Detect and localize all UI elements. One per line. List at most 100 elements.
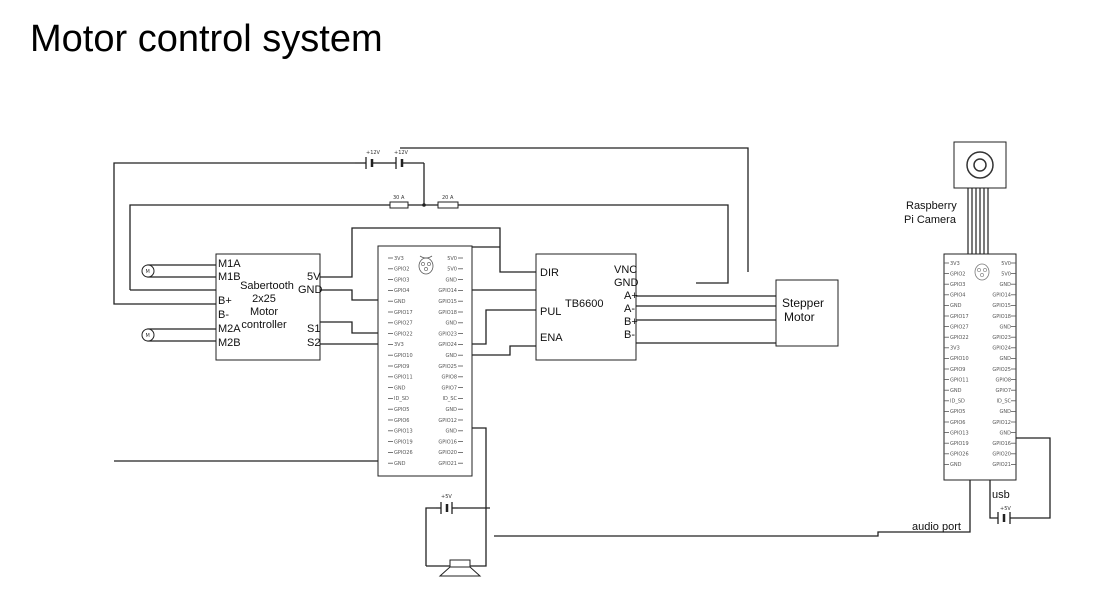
gpio-pin-label: GPIO14 bbox=[992, 293, 1011, 299]
pin-label: M1B bbox=[218, 271, 241, 283]
gpio-pin-label: GPIO5 bbox=[394, 407, 409, 413]
gpio-pin-label: GPIO24 bbox=[438, 342, 457, 348]
gpio-pin-label: GPIO24 bbox=[992, 346, 1011, 352]
battery-usb-supply: +5V bbox=[997, 506, 1011, 524]
pin-label: S2 bbox=[307, 337, 320, 349]
gpio-pin-label: GPIO11 bbox=[394, 375, 413, 381]
dc-motor-1: M bbox=[141, 264, 155, 278]
gpio-pin-label: GPIO27 bbox=[394, 321, 413, 327]
gpio-pin-label: GND bbox=[394, 385, 406, 391]
gpio-pin-label: GPIO8 bbox=[996, 377, 1011, 383]
battery-label: +12V bbox=[394, 150, 409, 156]
gpio-pin-label: GPIO6 bbox=[394, 418, 409, 424]
usb-label: usb bbox=[992, 489, 1010, 501]
dc-motor-2: M bbox=[141, 328, 155, 342]
gpio-pin-label: GPIO13 bbox=[950, 430, 969, 436]
pin-label: B+ bbox=[624, 316, 638, 328]
gpio-pin-label: GPIO22 bbox=[950, 335, 969, 341]
gpio-pin-label: GPIO27 bbox=[950, 324, 969, 330]
gpio-pin-label: GPIO19 bbox=[394, 439, 413, 445]
gpio-pin-label: GPIO3 bbox=[950, 282, 965, 288]
gpio-pin-label: GND bbox=[1000, 282, 1012, 288]
pin-label: VNC bbox=[614, 264, 637, 276]
pin-label: B- bbox=[624, 329, 635, 341]
gpio-pin-label: GPIO15 bbox=[438, 299, 457, 305]
gpio-pin-label: GPIO4 bbox=[394, 288, 409, 294]
gpio-pin-label: GND bbox=[950, 462, 962, 468]
pin-label: GND bbox=[298, 284, 323, 296]
device-name: Pi Camera bbox=[904, 214, 957, 226]
battery-label: +12V bbox=[366, 150, 381, 156]
pin-label: ENA bbox=[540, 332, 563, 344]
gpio-pin-label: GPIO10 bbox=[394, 353, 413, 359]
device-name: Sabertooth bbox=[240, 280, 294, 292]
gpio-pin-label: 5V0 bbox=[447, 267, 457, 273]
pi-camera: Raspberry Pi Camera bbox=[904, 141, 1007, 254]
gpio-pin-label: GND bbox=[1000, 430, 1012, 436]
pin-label: B+ bbox=[218, 295, 232, 307]
gpio-pin-label: GND bbox=[446, 407, 458, 413]
fuse-right: 20 A bbox=[437, 195, 459, 209]
gpio-pin-label: GPIO11 bbox=[950, 377, 969, 383]
gpio-pin-label: GPIO20 bbox=[992, 452, 1011, 458]
gpio-pin-label: GND bbox=[446, 321, 458, 327]
device-name: TB6600 bbox=[565, 298, 604, 310]
gpio-pin-label: GPIO23 bbox=[992, 335, 1011, 341]
motor-symbol: M bbox=[146, 269, 150, 275]
gpio-pin-label: GND bbox=[950, 388, 962, 394]
pin-label: M2A bbox=[218, 323, 241, 335]
pin-label: DIR bbox=[540, 267, 559, 279]
battery-label: +5V bbox=[441, 494, 452, 500]
gpio-pin-label: GPIO15 bbox=[992, 303, 1011, 309]
pin-label: GND bbox=[614, 277, 639, 289]
gpio-pin-label: 5V0 bbox=[1001, 261, 1011, 267]
speaker-icon bbox=[438, 559, 482, 577]
page-title: Motor control system bbox=[30, 18, 383, 60]
gpio-pin-label: ID_SD bbox=[394, 396, 409, 402]
stepper-motor: Stepper Motor bbox=[775, 279, 839, 347]
gpio-pin-label: 5V0 bbox=[1001, 271, 1011, 277]
gpio-pin-label: GPIO21 bbox=[992, 462, 1011, 468]
gpio-pin-label: GPIO7 bbox=[442, 385, 457, 391]
gpio-pin-label: ID_SD bbox=[950, 399, 965, 405]
gpio-pin-label: 3V3 bbox=[394, 256, 404, 262]
fuse-label: 30 A bbox=[393, 195, 405, 201]
battery-speaker-supply: +5V bbox=[436, 494, 458, 514]
device-name: Raspberry bbox=[906, 200, 957, 212]
pi-left-pins: 3V3GPIO2GPIO3GPIO4GNDGPIO17GPIO27GPIO223… bbox=[388, 256, 413, 467]
gpio-pin-label: GPIO18 bbox=[438, 310, 457, 316]
gpio-pin-label: GPIO17 bbox=[394, 310, 413, 316]
gpio-pin-label: GPIO22 bbox=[394, 331, 413, 337]
gpio-pin-label: GPIO25 bbox=[438, 364, 457, 370]
gpio-pin-label: GND bbox=[1000, 356, 1012, 362]
battery-top-left: +12V bbox=[355, 150, 381, 169]
gpio-pin-label: GPIO4 bbox=[950, 293, 965, 299]
gpio-pin-label: GPIO16 bbox=[438, 439, 457, 445]
device-name: Motor bbox=[784, 310, 815, 324]
gpio-pin-label: GPIO2 bbox=[950, 271, 965, 277]
fuse-label: 20 A bbox=[442, 195, 454, 201]
device-name: Stepper bbox=[782, 296, 824, 310]
gpio-pin-label: GND bbox=[1000, 409, 1012, 415]
pi-right-pins: 5V05V0GNDGPIO14GPIO15GPIO18GNDGPIO23GPIO… bbox=[438, 256, 463, 467]
gpio-pin-label: GPIO2 bbox=[394, 267, 409, 273]
gpio-pin-label: GPIO20 bbox=[438, 450, 457, 456]
gpio-pin-label: GPIO7 bbox=[996, 388, 1011, 394]
pin-label: B- bbox=[218, 309, 229, 321]
gpio-pin-label: GPIO10 bbox=[950, 356, 969, 362]
gpio-pin-label: ID_SC bbox=[997, 399, 1012, 405]
raspberry-pi-header: 3V3GPIO2GPIO3GPIO4GNDGPIO17GPIO27GPIO223… bbox=[377, 245, 473, 477]
gpio-pin-label: GPIO14 bbox=[438, 288, 457, 294]
raspberry-pi-board: 3V3GPIO2GPIO3GPIO4GNDGPIO17GPIO27GPIO223… bbox=[943, 253, 1017, 481]
gpio-pin-label: GND bbox=[446, 429, 458, 435]
gpio-pin-label: 3V3 bbox=[950, 261, 960, 267]
gpio-pin-label: GPIO17 bbox=[950, 314, 969, 320]
battery-top-right: +12V bbox=[393, 150, 424, 169]
gpio-pin-label: 3V3 bbox=[950, 346, 960, 352]
audio-port-label: audio port bbox=[912, 521, 961, 533]
pin-label: PUL bbox=[540, 306, 561, 318]
gpio-pin-label: GPIO9 bbox=[950, 367, 965, 373]
gpio-pin-label: GPIO3 bbox=[394, 277, 409, 283]
device-name: 2x25 bbox=[252, 293, 276, 305]
